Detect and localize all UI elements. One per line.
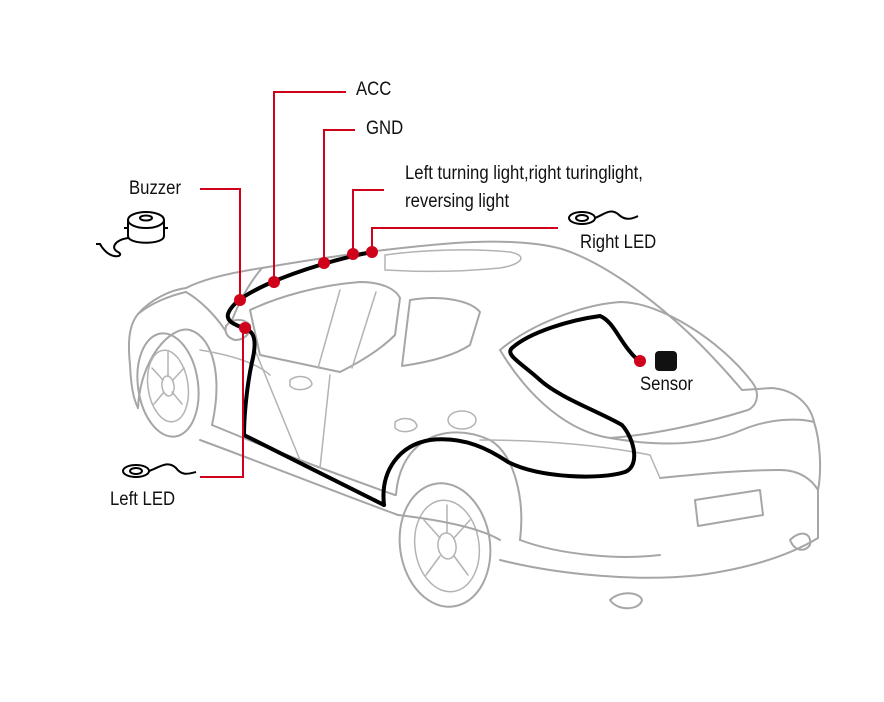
leader-left-led xyxy=(200,328,244,478)
label-lights-line1: Left turning light,right turinglight, xyxy=(405,163,643,184)
leader-acc xyxy=(273,91,346,282)
point-buzzer xyxy=(234,294,246,306)
point-lights xyxy=(347,248,359,260)
point-sensor xyxy=(634,355,646,367)
label-gnd: GND xyxy=(366,118,404,139)
label-left-led: Left LED xyxy=(110,489,176,510)
leader-lines xyxy=(200,91,558,478)
label-buzzer: Buzzer xyxy=(129,178,182,199)
point-acc xyxy=(268,276,280,288)
point-left-led xyxy=(239,322,251,334)
led-icon xyxy=(122,463,197,478)
label-lights-line2: reversing light xyxy=(405,191,510,212)
leader-buzzer xyxy=(200,188,241,300)
point-gnd xyxy=(318,257,330,269)
leader-lights xyxy=(352,189,384,254)
sensor-icon xyxy=(655,351,677,371)
label-right-led: Right LED xyxy=(580,232,657,253)
led-icon xyxy=(568,210,639,225)
label-sensor: Sensor xyxy=(640,374,693,395)
connection-points xyxy=(234,246,646,367)
buzzer-icon xyxy=(96,211,168,258)
leader-gnd xyxy=(323,129,355,263)
wiring-harness xyxy=(225,250,642,507)
car-outline xyxy=(128,240,822,610)
point-right-led xyxy=(366,246,378,258)
label-acc: ACC xyxy=(356,79,392,100)
leader-right-led xyxy=(371,227,558,252)
